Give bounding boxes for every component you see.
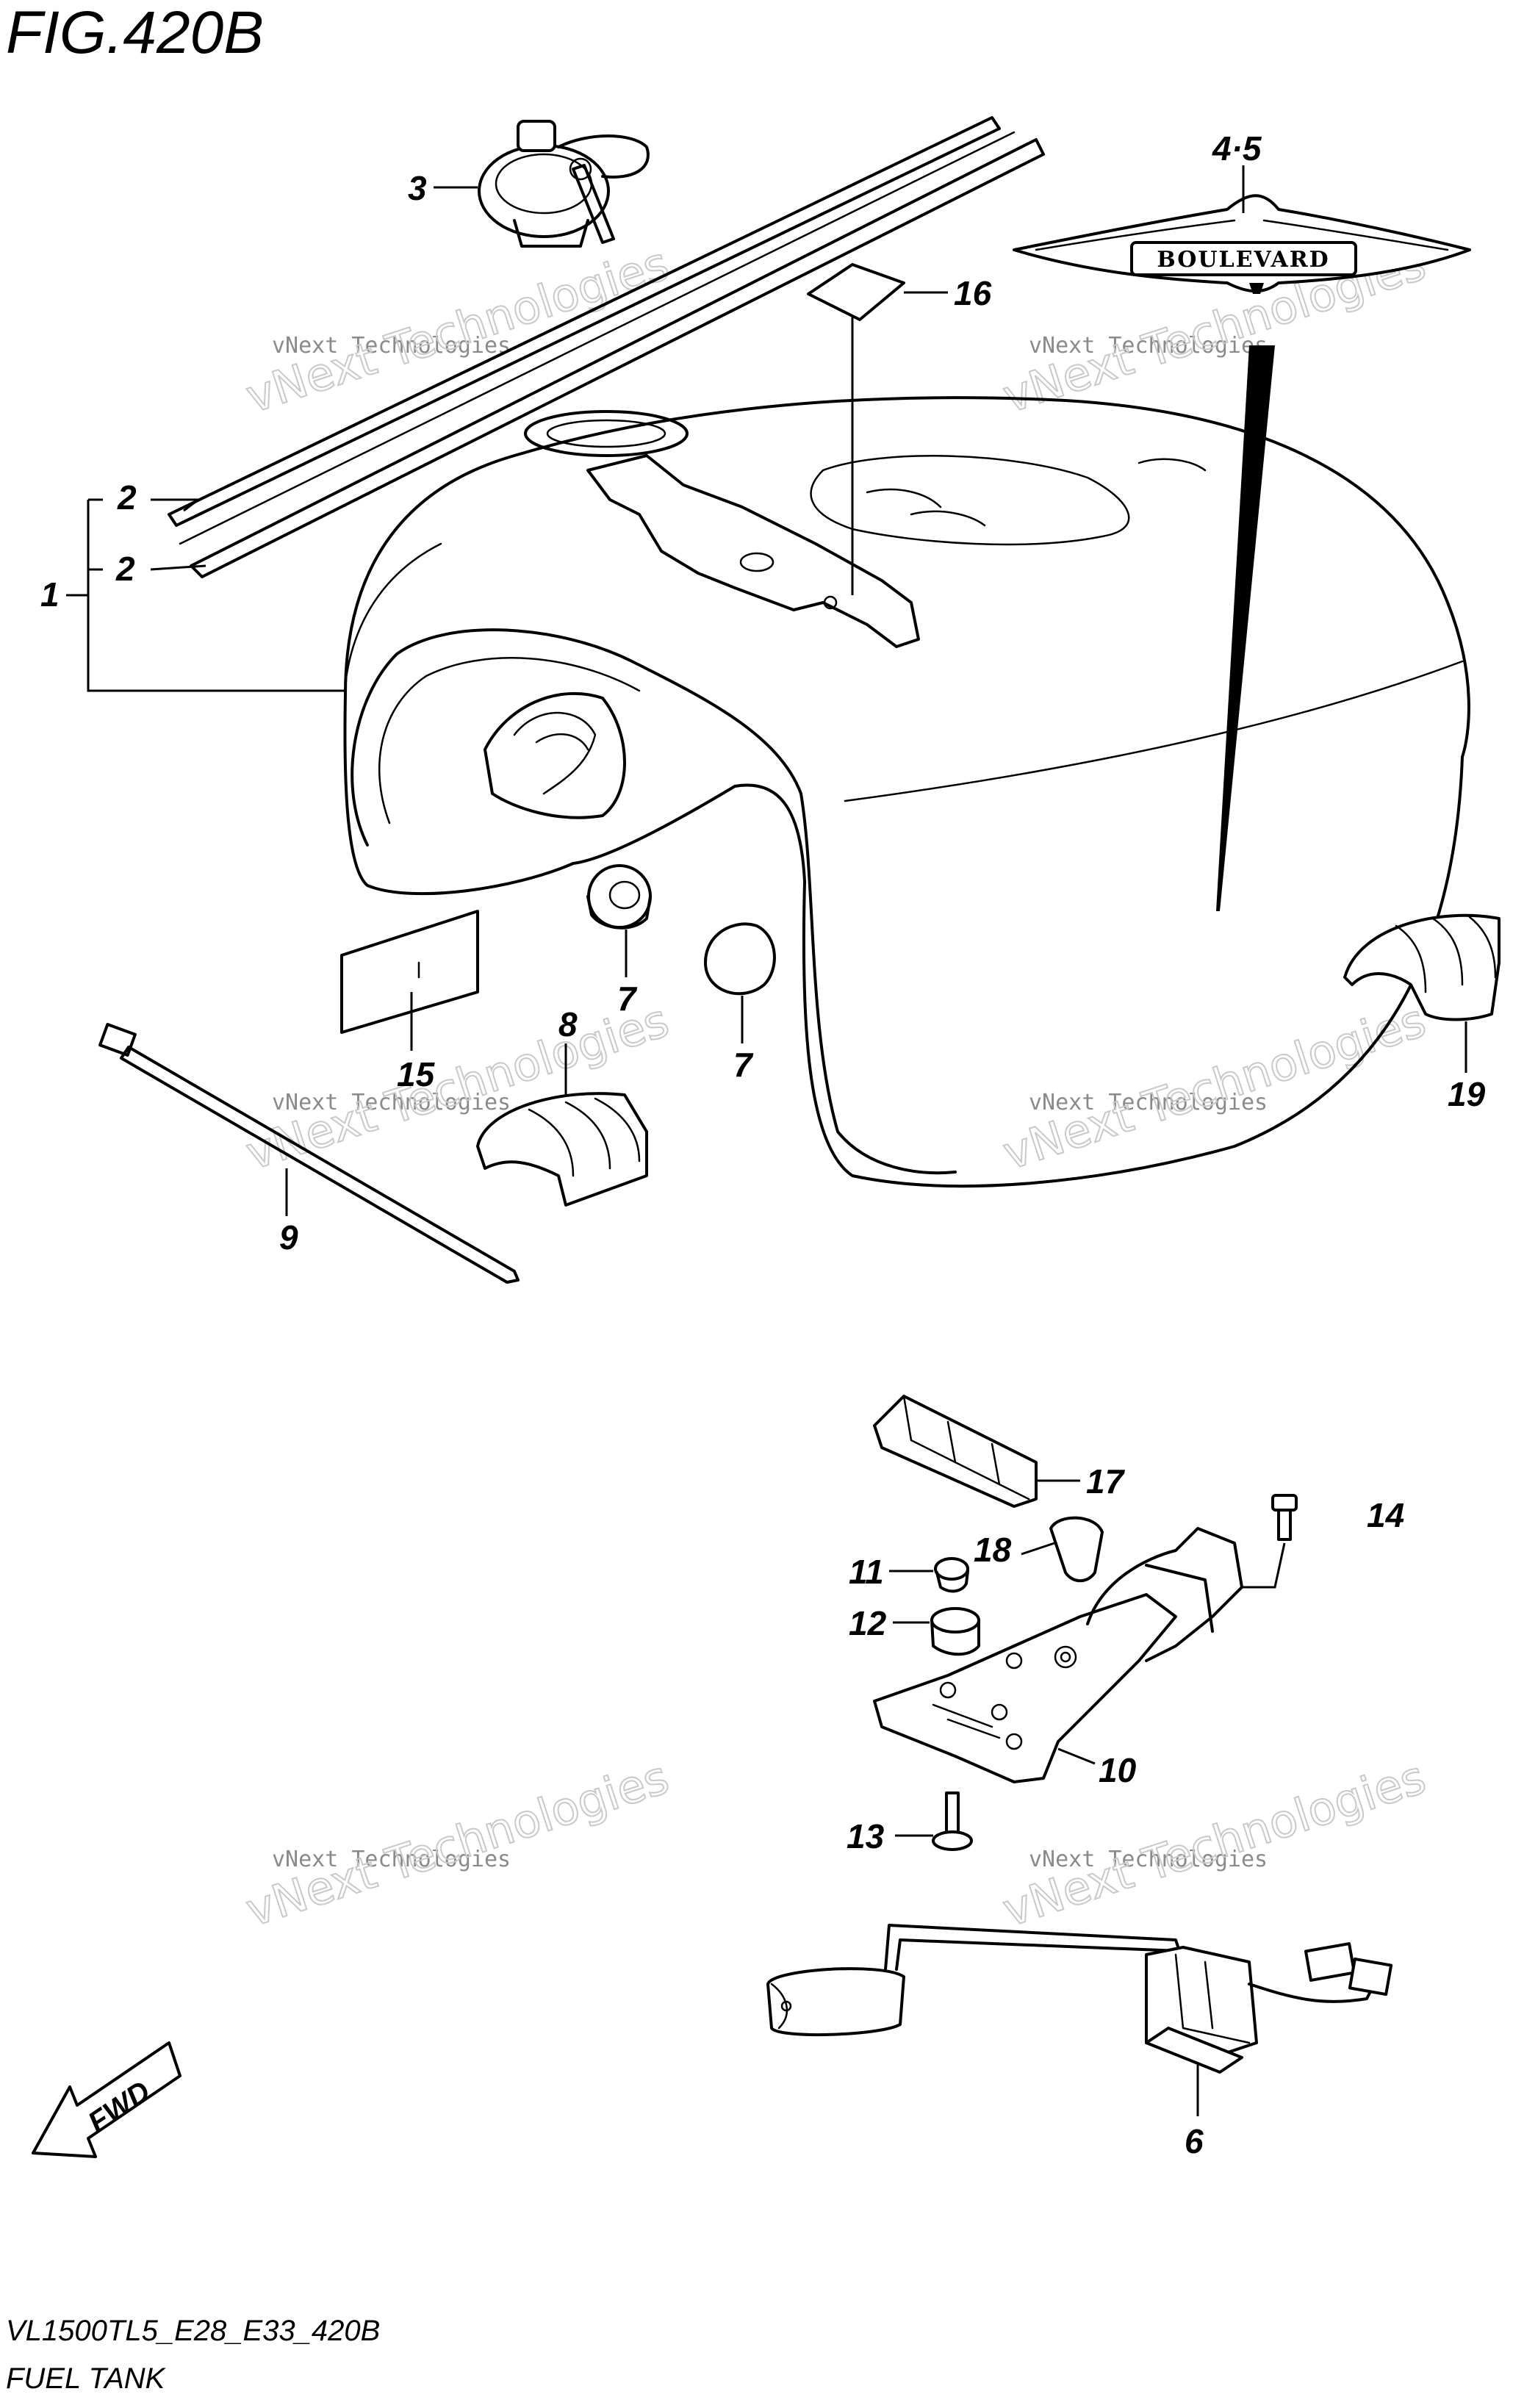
callout-13: 13 [847, 1817, 885, 1855]
callout-17: 17 [1086, 1462, 1126, 1500]
callout-12: 12 [849, 1604, 887, 1642]
boulevard-emblem-part: BOULEVARD [1013, 194, 1471, 911]
label-part-15 [340, 910, 479, 1034]
callout-11: 11 [849, 1553, 884, 1591]
model-code: VL1500TL5_E28_E33_420B [6, 2315, 380, 2347]
watermark-large-5: vNext Technologies [240, 1750, 675, 1938]
callout-3: 3 [408, 169, 427, 207]
watermark-small-1: vNext Technologies [272, 333, 511, 359]
callout-19: 19 [1448, 1075, 1486, 1113]
leader-lines [66, 165, 1467, 2116]
callout-7a: 7 [617, 980, 638, 1018]
label-part-16 [807, 263, 905, 595]
callout-8: 8 [558, 1005, 578, 1043]
cushion-part-7b [704, 922, 776, 996]
callout-15: 15 [397, 1055, 436, 1093]
fuel-cap-part [478, 120, 650, 248]
watermark-large-1: vNext Technologies [240, 237, 675, 424]
fuel-tank-body [343, 396, 1470, 1188]
cushion-part-18 [1049, 1516, 1104, 1583]
figure-caption: FUEL TANK [6, 2362, 167, 2395]
rubber-mount-part-19 [1343, 913, 1501, 1021]
callout-2a: 2 [117, 478, 137, 517]
watermark-small-2: vNext Technologies [1029, 333, 1268, 359]
watermark-large-6: vNext Technologies [996, 1750, 1431, 1938]
trim-strip-parts [168, 116, 1045, 578]
screw-part-13 [932, 1791, 973, 1851]
callout-4-5: 4·5 [1212, 129, 1262, 168]
fuel-level-sender-part-6 [766, 1924, 1393, 2074]
callout-10: 10 [1099, 1751, 1137, 1789]
callout-9: 9 [279, 1218, 298, 1257]
rubber-pad-part-17 [873, 1395, 1038, 1508]
collar-part-11 [934, 1557, 969, 1593]
figure-title: FIG.420B [6, 0, 264, 66]
bracket-part-10 [873, 1527, 1243, 1783]
forward-direction-arrow: FWD [32, 2041, 182, 2158]
callout-7b: 7 [733, 1046, 754, 1084]
callout-2b: 2 [115, 550, 135, 588]
grommet-part-12 [930, 1607, 980, 1656]
cushion-part-7a [586, 864, 652, 930]
rubber-mount-part-8 [476, 1092, 648, 1207]
callout-14: 14 [1367, 1496, 1404, 1534]
callout-6: 6 [1185, 2122, 1204, 2160]
callout-18: 18 [974, 1531, 1012, 1569]
watermark-small-5: vNext Technologies [272, 1847, 511, 1872]
callout-labels: 1 2 2 3 4·5 16 15 7 7 8 19 9 17 14 11 18… [40, 129, 1486, 2160]
callout-1: 1 [40, 575, 60, 614]
watermark-small-4: vNext Technologies [1029, 1090, 1268, 1115]
callout-16: 16 [954, 274, 992, 312]
watermark-small-6: vNext Technologies [1029, 1847, 1268, 1872]
watermark-small-3: vNext Technologies [272, 1090, 511, 1115]
emblem-lettering: BOULEVARD [1157, 247, 1329, 273]
cable-tie-part-9 [98, 1023, 520, 1284]
bolt-part-14 [1242, 1494, 1298, 1589]
